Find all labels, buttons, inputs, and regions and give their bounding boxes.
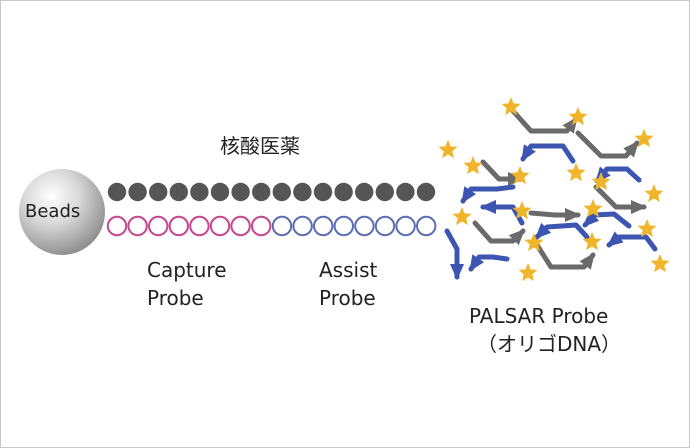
arrow-head [480,200,496,214]
palsar-probe-label: PALSAR Probe [469,304,609,328]
dark-bead [375,182,394,202]
probe-arrow [528,208,581,222]
dark-bead [252,182,271,202]
dark-bead [128,182,147,202]
assist-probe-label-line1: Assist [319,258,378,282]
star-label [591,172,611,191]
dark-bead [107,182,127,202]
bead-sphere [19,169,105,255]
nucleic-acid-bead-row [107,182,436,202]
dark-bead [396,182,415,202]
dark-bead [190,182,209,202]
dark-bead [231,182,250,202]
arrow-head [461,186,477,204]
assist-bead [354,215,375,237]
star-label [501,97,521,116]
star-label [524,233,544,252]
dark-bead [334,182,353,202]
dark-bead [416,182,436,202]
star-label [634,129,654,148]
arrow-head [565,208,581,222]
assist-bead [416,215,437,237]
star-label [568,107,588,126]
arrow-head [606,231,624,247]
capture-probe-row [106,215,272,237]
capture-bead [189,215,210,237]
dark-bead [210,182,230,202]
star-label [463,156,483,175]
probe-arrow [444,228,464,280]
star-label [510,166,530,185]
probe-arrow [472,220,526,246]
arrow-strand [575,130,640,159]
star-label [644,184,664,203]
probe-arrow [534,242,596,270]
capture-bead [230,215,251,237]
capture-bead [209,215,231,237]
dark-bead [355,182,374,202]
arrow-head [534,222,552,240]
dark-bead [149,182,168,202]
probe-arrow [606,231,658,252]
probe-arrow [520,143,576,164]
arrow-head [631,200,647,214]
arrow-head [623,140,639,158]
dark-bead [293,182,312,202]
star-label [637,219,657,238]
assist-bead [313,215,334,237]
probe-arrow [480,200,525,226]
probe-arrow [593,184,647,214]
capture-probe-label-line1: Capture [147,258,227,282]
capture-bead [168,215,190,237]
arrow-head [521,144,536,162]
assist-bead [333,215,354,237]
palsar-probe-network [438,97,670,282]
arrow-head [508,228,526,246]
probe-arrow [575,130,640,159]
star-label [512,201,532,220]
assist-bead [395,215,416,237]
assist-bead [374,215,396,237]
assist-probe-label-line2: Probe [319,286,376,310]
probe-arrow [534,222,590,240]
dark-bead [313,182,333,202]
star-label [438,140,458,159]
arrow-head [469,254,485,272]
arrow-head [450,264,464,280]
page-title: 核酸医薬 [220,134,300,158]
capture-bead [148,215,169,237]
arrow-head [582,210,600,228]
assist-bead [292,215,313,237]
star-label [650,254,670,273]
capture-bead [127,215,148,237]
star-label [518,263,538,282]
bead-label: Beads [25,201,81,222]
assist-bead [271,215,293,237]
probe-arrow [510,108,579,134]
capture-bead [106,215,128,237]
capture-probe-label-line2: Probe [147,286,204,310]
probe-arrow [468,254,510,272]
oligo-dna-label: （オリゴDNA） [477,332,622,356]
star-label [452,207,472,226]
capture-bead [251,215,272,237]
star-label [582,232,602,251]
probe-arrow [460,184,516,204]
star-label [583,199,603,218]
dark-bead [169,182,188,202]
arrow-head [579,252,595,270]
probe-arrow [582,210,632,229]
star-label [566,163,586,182]
dark-bead [272,182,291,202]
assist-probe-row [271,215,437,237]
